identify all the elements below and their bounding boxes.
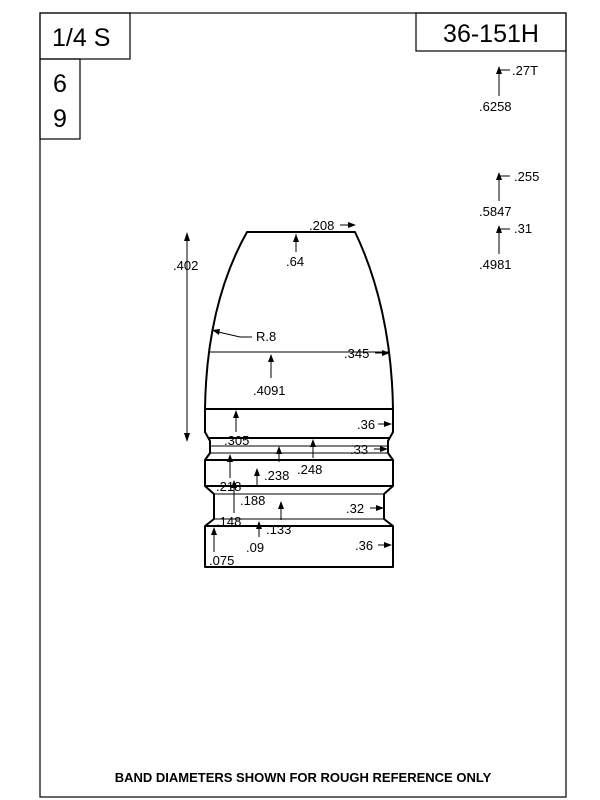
- band1-dia-label: .36: [357, 417, 375, 432]
- side-note-2-ref: .5847: [479, 204, 512, 219]
- side-note-3-value: .31: [514, 221, 532, 236]
- sheet-border: [39, 12, 567, 798]
- side-note-3: .31 .4981: [479, 221, 532, 272]
- groove1-ref-a-label: .238: [264, 468, 289, 483]
- part-number-box: [415, 12, 567, 52]
- ogive-length-label: .4091: [253, 383, 286, 398]
- groove1-ref-c-label: .218: [216, 479, 241, 494]
- groove1-ref-b: .248: [297, 439, 322, 477]
- cavity-box: [39, 58, 81, 140]
- band1-length-dim: .305: [224, 410, 249, 448]
- ogive-dia-label: .345: [344, 346, 369, 361]
- groove1-dia-dim: .33: [350, 442, 388, 457]
- band1-dia-dim: .36: [357, 417, 392, 432]
- base-length-dim: .075: [209, 527, 234, 568]
- groove2-ref-b-label: .133: [266, 522, 291, 537]
- base-dia-dim: .36: [355, 538, 392, 553]
- cavity-count-bottom: 9: [53, 105, 67, 133]
- band2-dia-dim: .32: [346, 501, 384, 516]
- base-dia-label: .36: [355, 538, 373, 553]
- groove2-ref-c-label: .09: [246, 540, 264, 555]
- base-length-label: .075: [209, 553, 234, 568]
- cavity-count-top: 6: [53, 70, 67, 98]
- radius-dim: R.8: [212, 329, 276, 344]
- groove1-ref-d-label: .188: [240, 493, 265, 508]
- groove1-ref-d: .188: [240, 468, 265, 508]
- footer-note: BAND DIAMETERS SHOWN FOR ROUGH REFERENCE…: [115, 770, 492, 785]
- part-number: 36-151H: [443, 20, 539, 48]
- band2-dia-label: .32: [346, 501, 364, 516]
- radius-label: R.8: [256, 329, 276, 344]
- groove1-ref-b-label: .248: [297, 462, 322, 477]
- side-note-1-ref: .6258: [479, 99, 512, 114]
- caliber-box: [39, 12, 131, 60]
- side-note-1-value: .27T: [512, 63, 538, 78]
- side-note-2-value: .255: [514, 169, 539, 184]
- side-note-2: .255 .5847: [479, 169, 539, 219]
- meplat-label: .208: [309, 218, 334, 233]
- caliber-label: 1/4 S: [52, 24, 110, 52]
- ogive-length-dim: .4091: [253, 354, 286, 398]
- meplat-dim: .208: [309, 218, 356, 233]
- band1-length-label: .305: [224, 433, 249, 448]
- nose-length-label: .64: [286, 254, 304, 269]
- groove1-dia-label: .33: [350, 442, 368, 457]
- nose-length-dim: .64: [286, 234, 304, 269]
- side-note-1: .27T .6258: [479, 63, 538, 114]
- groove2-ref-b: .133: [266, 501, 291, 537]
- side-note-3-ref: .4981: [479, 257, 512, 272]
- groove2-ref-a-label: .148: [216, 514, 241, 529]
- overall-length-dim: .402: [173, 232, 198, 442]
- groove2-ref-a: .148: [216, 480, 241, 529]
- overall-length-label: .402: [173, 258, 198, 273]
- groove1-ref-a: .238: [264, 446, 289, 483]
- ogive-dia-dim: .345: [344, 346, 390, 361]
- groove2-ref-c: .09: [246, 521, 264, 555]
- bullet-profile: [204, 231, 394, 568]
